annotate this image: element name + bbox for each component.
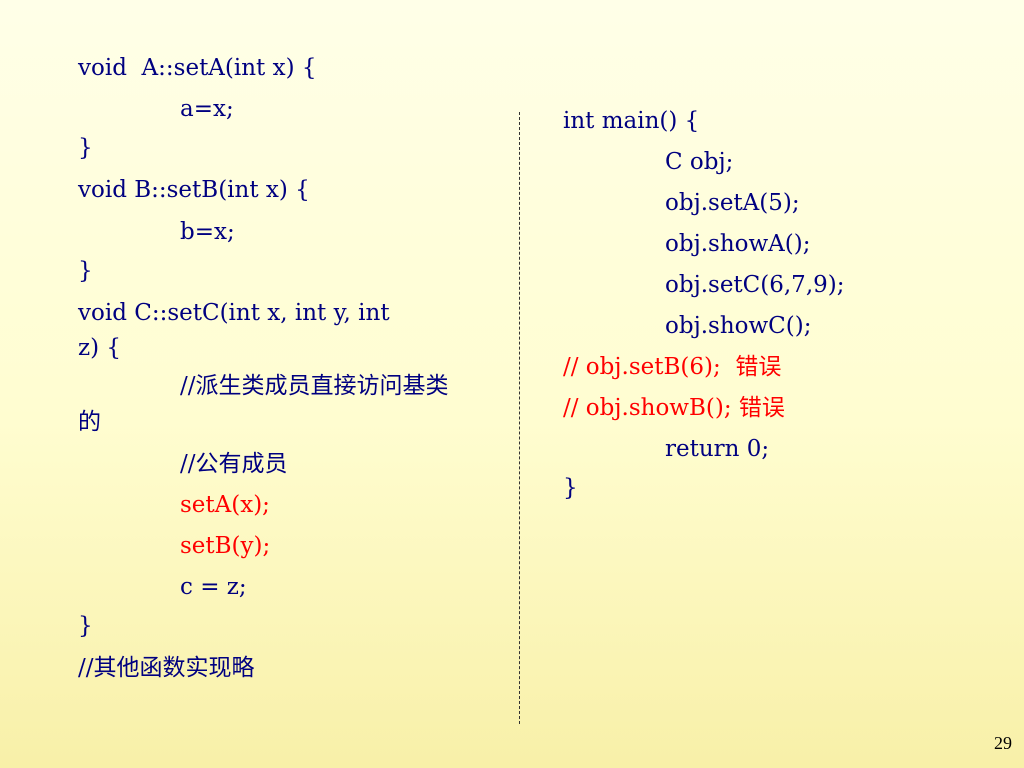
code-line: z) { [78, 335, 122, 361]
code-line: } [78, 258, 93, 284]
code-line: } [78, 613, 93, 639]
code-line: C obj; [665, 149, 734, 175]
code-line: return 0; [665, 436, 770, 462]
column-divider [519, 112, 520, 724]
code-line-error: // obj.setB(6); 错误 [563, 354, 782, 380]
code-line: obj.showA(); [665, 231, 811, 257]
code-line-highlighted: setB(y); [180, 533, 271, 559]
code-line: b=x; [180, 219, 235, 245]
code-line: } [563, 475, 578, 501]
code-line: obj.showC(); [665, 313, 812, 339]
code-line: obj.setC(6,7,9); [665, 272, 845, 298]
code-line: void C::setC(int x, int y, int [78, 300, 390, 326]
code-line-error: // obj.showB(); 错误 [563, 395, 785, 421]
page-number: 29 [994, 733, 1012, 753]
code-line: void A::setA(int x) { [78, 55, 317, 81]
code-comment: //其他函数实现略 [78, 655, 255, 681]
code-line-highlighted: setA(x); [180, 492, 270, 518]
code-comment: //公有成员 [180, 451, 288, 477]
code-line: obj.setA(5); [665, 190, 800, 216]
code-comment: 的 [78, 409, 101, 435]
code-line: } [78, 135, 93, 161]
code-comment: //派生类成员直接访问基类 [180, 373, 449, 399]
code-line: c = z; [180, 574, 247, 600]
code-line: int main() { [563, 108, 700, 134]
code-line: void B::setB(int x) { [78, 177, 310, 203]
code-line: a=x; [180, 96, 234, 122]
